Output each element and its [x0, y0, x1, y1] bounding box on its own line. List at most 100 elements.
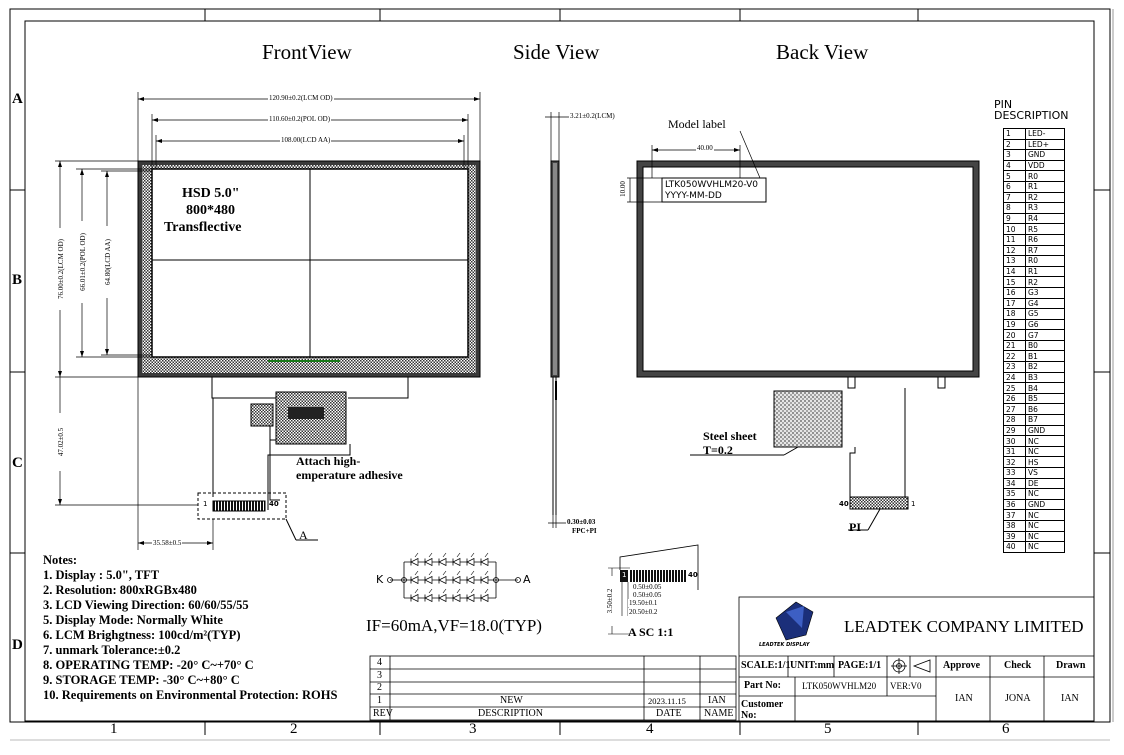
note-item: 10. Requirements on Environmental Protec… — [43, 688, 338, 702]
grid-row-b: B — [12, 272, 23, 288]
pin-signal: B7 — [1025, 414, 1065, 426]
pin-number: 4 — [1003, 159, 1026, 172]
detail-caption: A SC 1:1 — [628, 625, 674, 639]
rev-name: IAN — [708, 695, 726, 706]
led-diode — [466, 557, 475, 567]
led-diode — [410, 575, 419, 585]
model-label-title: Model label — [668, 117, 726, 131]
model-number: LTK050WVHLM20-V0 — [665, 180, 759, 190]
pin-number: 24 — [1003, 371, 1026, 384]
pin-signal: NC — [1025, 530, 1065, 543]
pin-signal: R2 — [1025, 276, 1065, 288]
pin-number: 3 — [1003, 149, 1026, 161]
pin-number: 20 — [1003, 329, 1026, 341]
pin-number: 40 — [1003, 541, 1026, 553]
pin-number: 37 — [1003, 509, 1026, 521]
pin-number: 9 — [1003, 212, 1026, 225]
back-conn-pin40: 40 — [839, 500, 849, 508]
pin-number: 10 — [1003, 223, 1026, 235]
pin-signal: G5 — [1025, 308, 1065, 320]
led-emission-arrow — [442, 552, 447, 558]
led-diode — [480, 575, 489, 585]
logo-text: LEADTEK DISPLAY — [759, 642, 810, 648]
pin-number: 27 — [1003, 403, 1026, 416]
pin-signal: R1 — [1025, 265, 1065, 278]
pin-number: 29 — [1003, 424, 1026, 437]
revision-table-grid — [369, 655, 737, 721]
pin-number: 21 — [1003, 339, 1026, 352]
steel-sheet-thickness: T=0.2 — [703, 443, 733, 457]
approve-value: IAN — [955, 693, 973, 704]
dim-aa-height: 64.80(LCD AA) — [104, 226, 112, 298]
grid-col-5: 5 — [824, 721, 832, 737]
grid-col-2: 2 — [290, 721, 298, 737]
pin-number: 39 — [1003, 530, 1026, 543]
led-cathode-label: K — [376, 573, 384, 586]
steel-sheet-note: Steel sheet — [703, 429, 757, 443]
pin-number: 5 — [1003, 170, 1026, 182]
detail-pin40: 40 — [688, 571, 698, 579]
pin-title-1: PIN — [994, 98, 1013, 111]
pin-signal: NC — [1025, 541, 1065, 553]
dim-fpc-offset: 35.58±0.5 — [152, 539, 183, 547]
dim-fpc-length: 47.02±0.5 — [57, 413, 65, 471]
note-item: 7. unmark Tolerance:±0.2 — [43, 643, 181, 657]
pin-title-2: DESCRIPTION — [994, 109, 1069, 122]
detail-dim-3: 19.50±0.1 — [628, 599, 659, 607]
pin-number: 13 — [1003, 255, 1026, 267]
dim-lcm-width: 120.90±0.2(LCM OD) — [268, 94, 334, 102]
pin-signal: R4 — [1025, 212, 1065, 225]
unit: UNIT:mm — [790, 660, 835, 671]
led-spec: IF=60mA,VF=18.0(TYP) — [366, 616, 542, 635]
note-item: 6. LCM Brighgtness: 100cd/m²(TYP) — [43, 628, 241, 642]
drawn-value: IAN — [1061, 693, 1079, 704]
led-emission-arrow — [470, 552, 475, 558]
notes-title: Notes: — [43, 553, 78, 567]
check-header: Check — [1004, 660, 1032, 671]
grid-col-4: 4 — [646, 721, 654, 737]
pin-number: 1 — [1003, 128, 1026, 140]
part-no-value: LTK050WVHLM20 — [802, 681, 877, 691]
led-diode — [410, 557, 419, 567]
led-emission-arrow — [484, 552, 489, 558]
pin-signal: G4 — [1025, 297, 1065, 310]
dim-label-height: 10.00 — [619, 171, 627, 207]
rev-row-2: 2 — [377, 682, 382, 693]
pin-signal: B6 — [1025, 403, 1065, 416]
pin-signal: GND — [1025, 149, 1065, 161]
rev-row-3: 3 — [377, 670, 382, 681]
pin-number: 16 — [1003, 286, 1026, 299]
pin-number: 22 — [1003, 350, 1026, 363]
led-diode — [410, 593, 419, 603]
pin-number: 17 — [1003, 297, 1026, 310]
led-emission-arrow — [442, 570, 447, 576]
scale: SCALE:1/1 — [741, 660, 791, 671]
side-view-drawing — [545, 112, 570, 528]
led-diode — [452, 557, 461, 567]
grid-col-6: 6 — [1002, 721, 1010, 737]
product-resolution: 800*480 — [186, 203, 235, 218]
pin-signal: R2 — [1025, 191, 1065, 204]
pin-signal: B4 — [1025, 382, 1065, 394]
pin-number: 38 — [1003, 519, 1026, 532]
pin-number: 28 — [1003, 414, 1026, 426]
pin-signal: B2 — [1025, 361, 1065, 373]
